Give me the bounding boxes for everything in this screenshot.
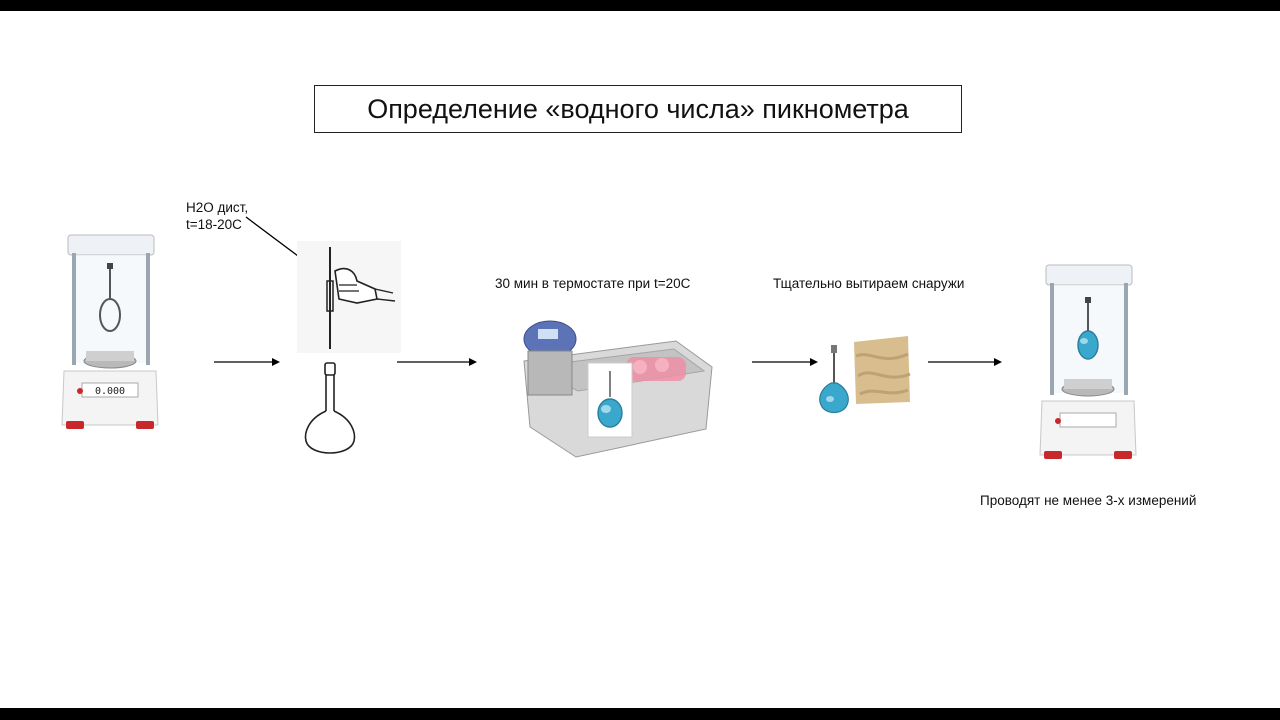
water-label-line1: H2O дист, [186,200,249,215]
pycnometer-empty-image [302,361,358,461]
thermostat-bath-image [516,317,716,467]
pycnometer-filled-image [818,343,850,415]
wipe-label: Тщательно вытираем снаружи [773,276,965,291]
pipette-filling-image [297,241,401,353]
cloth-image [852,336,912,406]
balance-empty-image: 0.000 [58,233,162,433]
balance-readout: 0.000 [95,386,125,397]
water-label-line2: t=18-20C [186,217,242,232]
arrow-2 [397,356,477,368]
arrow-1 [214,356,280,368]
arrow-3 [752,356,818,368]
repeat-measurements-label: Проводят не менее 3-х измерений [980,493,1197,508]
slide: Определение «водного числа» пикнометра 0… [0,11,1280,708]
arrow-4 [928,356,1002,368]
balance-filled-image [1036,263,1140,463]
slide-title: Определение «водного числа» пикнометра [314,85,962,133]
thermostat-label: 30 мин в термостате при t=20C [495,276,691,291]
